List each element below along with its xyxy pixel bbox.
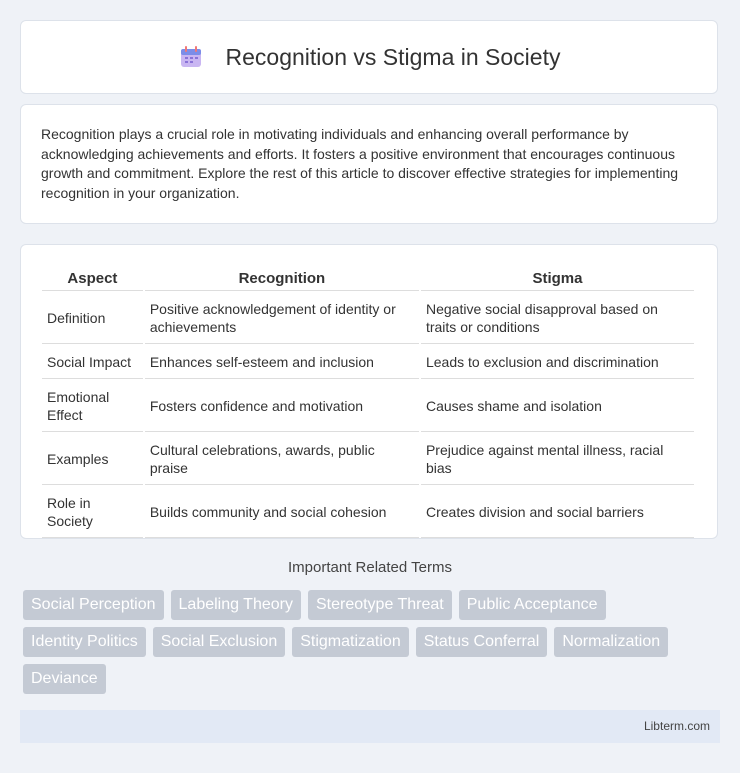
related-term-tag[interactable]: Normalization xyxy=(554,627,669,657)
table-cell-aspect: Emotional Effect xyxy=(42,381,143,432)
calendar-icon xyxy=(178,44,204,70)
table-cell-stigma: Creates division and social barriers xyxy=(420,487,694,538)
table-row: Definition Positive acknowledgement of i… xyxy=(42,293,694,344)
related-term-tag[interactable]: Deviance xyxy=(23,664,106,694)
related-term-tag[interactable]: Identity Politics xyxy=(23,627,146,657)
table-row: Role in Society Builds community and soc… xyxy=(42,487,694,538)
related-terms-title: Important Related Terms xyxy=(288,559,452,576)
table-cell-aspect: Definition xyxy=(42,293,143,344)
table-row: Emotional Effect Fosters confidence and … xyxy=(42,381,694,432)
table-cell-recognition: Enhances self-esteem and inclusion xyxy=(144,346,419,379)
table-row: Social Impact Enhances self-esteem and i… xyxy=(42,346,694,379)
table-cell-recognition: Builds community and social cohesion xyxy=(144,487,419,538)
table-cell-stigma: Leads to exclusion and discrimination xyxy=(420,346,694,379)
related-term-tag[interactable]: Status Conferral xyxy=(415,627,548,657)
related-term-tag[interactable]: Social Exclusion xyxy=(152,627,286,657)
table-cell-recognition: Fosters confidence and motivation xyxy=(144,381,419,432)
title-card: Recognition vs Stigma in Society xyxy=(20,20,718,94)
intro-paragraph: Recognition plays a crucial role in moti… xyxy=(41,126,679,201)
related-term-tag[interactable]: Stigmatization xyxy=(292,627,409,657)
related-term-tag[interactable]: Social Perception xyxy=(23,590,164,620)
intro-card: Recognition plays a crucial role in moti… xyxy=(20,104,718,224)
table-cell-aspect: Examples xyxy=(42,434,143,485)
table-header-cell: Aspect xyxy=(42,267,143,291)
comparison-table-card: Aspect Recognition Stigma Definition Pos… xyxy=(20,244,718,539)
related-terms-list: Social Perception Labeling Theory Stereo… xyxy=(23,590,723,701)
footer-site-link[interactable]: Libterm.com xyxy=(643,719,710,733)
table-cell-aspect: Role in Society xyxy=(42,487,143,538)
footer: Libterm.com xyxy=(20,710,720,743)
table-header-cell: Recognition xyxy=(144,267,419,291)
related-term-tag[interactable]: Public Acceptance xyxy=(458,590,606,620)
table-cell-stigma: Causes shame and isolation xyxy=(420,381,694,432)
table-cell-aspect: Social Impact xyxy=(42,346,143,379)
page-title: Recognition vs Stigma in Society xyxy=(225,43,561,70)
table-cell-stigma: Negative social disapproval based on tra… xyxy=(420,293,694,344)
table-cell-recognition: Positive acknowledgement of identity or … xyxy=(144,293,419,344)
related-term-tag[interactable]: Stereotype Threat xyxy=(307,590,452,620)
comparison-table: Aspect Recognition Stigma Definition Pos… xyxy=(40,265,696,540)
table-row: Examples Cultural celebrations, awards, … xyxy=(42,434,694,485)
table-cell-recognition: Cultural celebrations, awards, public pr… xyxy=(144,434,419,485)
table-header-row: Aspect Recognition Stigma xyxy=(42,267,694,291)
table-cell-stigma: Prejudice against mental illness, racial… xyxy=(420,434,694,485)
table-header-cell: Stigma xyxy=(420,267,694,291)
related-term-tag[interactable]: Labeling Theory xyxy=(170,590,301,620)
